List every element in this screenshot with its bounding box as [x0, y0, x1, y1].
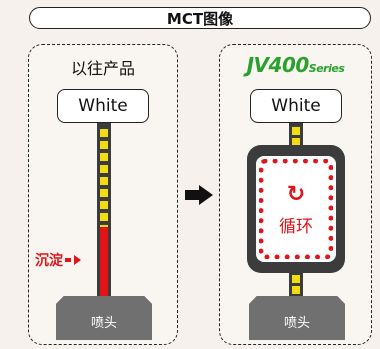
- transition-arrow-icon: [185, 185, 213, 205]
- previous-product-panel: 以往产品 White 沉淀 喷头: [28, 44, 178, 345]
- ink-dash: [292, 138, 300, 146]
- ink-dash: [100, 165, 108, 173]
- ink-dash: [100, 129, 108, 137]
- ink-dash: [100, 153, 108, 161]
- ink-dash: [100, 189, 108, 197]
- ink-dash: [292, 275, 300, 283]
- brand-name: JV400: [246, 53, 310, 77]
- previous-product-heading: 以往产品: [70, 59, 135, 78]
- white-ink-box-left: White: [57, 89, 149, 123]
- circulation-path: [259, 159, 333, 259]
- sediment-arrow-icon: [65, 258, 71, 262]
- circulation-label: 循环: [279, 217, 313, 237]
- nozzle-label-right: 喷头: [283, 315, 310, 331]
- sediment-fill: [100, 227, 108, 297]
- sediment-label: 沉淀: [35, 253, 63, 269]
- circulation-icon: ↻: [286, 182, 306, 207]
- ink-dash: [292, 286, 300, 294]
- sediment-arrowhead-icon: [74, 255, 81, 265]
- circulation-chamber: ↻ 循环: [256, 156, 336, 262]
- sediment-indicator: 沉淀: [35, 250, 81, 270]
- ink-tube-right-lower: [289, 271, 303, 297]
- circulation-unit: ↻ 循环: [247, 145, 345, 273]
- jv400-panel: JV400Series White ↻ 循环 喷头: [219, 44, 372, 345]
- nozzle-left: 喷头: [56, 296, 152, 340]
- white-ink-box-right: White: [250, 89, 342, 123]
- ink-tube-left: [97, 123, 111, 297]
- nozzle-right: 喷头: [249, 296, 345, 340]
- ink-tube-right-upper: [289, 123, 303, 147]
- ink-dash: [100, 213, 108, 221]
- ink-dash: [100, 141, 108, 149]
- diagram-title: MCT图像: [29, 7, 371, 29]
- ink-dash: [292, 127, 300, 135]
- ink-dash: [100, 201, 108, 209]
- ink-dash: [100, 177, 108, 185]
- nozzle-label-left: 喷头: [90, 315, 117, 331]
- brand-suffix: Series: [308, 62, 345, 75]
- jv400-brand-logo: JV400Series: [220, 53, 371, 77]
